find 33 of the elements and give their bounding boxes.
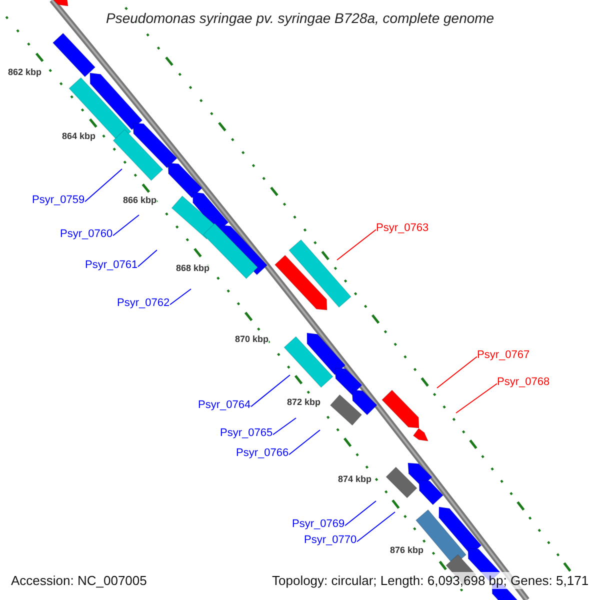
gene-label: Psyr_0769 bbox=[292, 518, 345, 530]
gene-label: Psyr_0770 bbox=[304, 534, 357, 546]
gene-label: Psyr_0767 bbox=[477, 350, 530, 360]
gene-label: Psyr_0763 bbox=[376, 222, 429, 234]
scale-label: 870 kbp bbox=[235, 334, 269, 344]
leader-line bbox=[170, 288, 192, 306]
gene-label: Psyr_0766 bbox=[236, 448, 289, 458]
leader-line bbox=[112, 214, 140, 236]
leader-line bbox=[288, 430, 320, 456]
leader-line bbox=[272, 418, 296, 436]
gene-label: Psyr_0764 bbox=[198, 400, 251, 410]
leader-line bbox=[436, 356, 478, 388]
leader-line bbox=[138, 250, 158, 268]
scale-label: 876 kbp bbox=[390, 546, 424, 554]
scale-label: 866 kbp bbox=[123, 196, 157, 204]
gene-label: Psyr_0761 bbox=[85, 260, 138, 270]
leader-line bbox=[456, 383, 498, 414]
gene-label: Psyr_0768 bbox=[497, 376, 550, 388]
gene-label: Psyr_0762 bbox=[117, 298, 170, 308]
gene-label: Psyr_0760 bbox=[60, 228, 113, 240]
leader-line bbox=[344, 500, 376, 526]
leader-line bbox=[336, 229, 376, 260]
scale-label: 862 kbp bbox=[8, 68, 42, 76]
leader-line bbox=[84, 168, 122, 202]
scale-label: 874 kbp bbox=[338, 474, 372, 484]
title: Pseudomonas syringae pv. syringae B728a, complete genome bbox=[104, 10, 496, 26]
scale-label: 864 kbp bbox=[62, 132, 96, 140]
gene-label: Psyr_0759 bbox=[32, 194, 85, 206]
gene-label: Psyr_0765 bbox=[220, 428, 273, 438]
leader-line bbox=[250, 374, 290, 408]
scale-label: 868 kbp bbox=[176, 264, 210, 272]
scale-label: 872 kbp bbox=[287, 398, 321, 406]
leader-line bbox=[356, 512, 396, 542]
